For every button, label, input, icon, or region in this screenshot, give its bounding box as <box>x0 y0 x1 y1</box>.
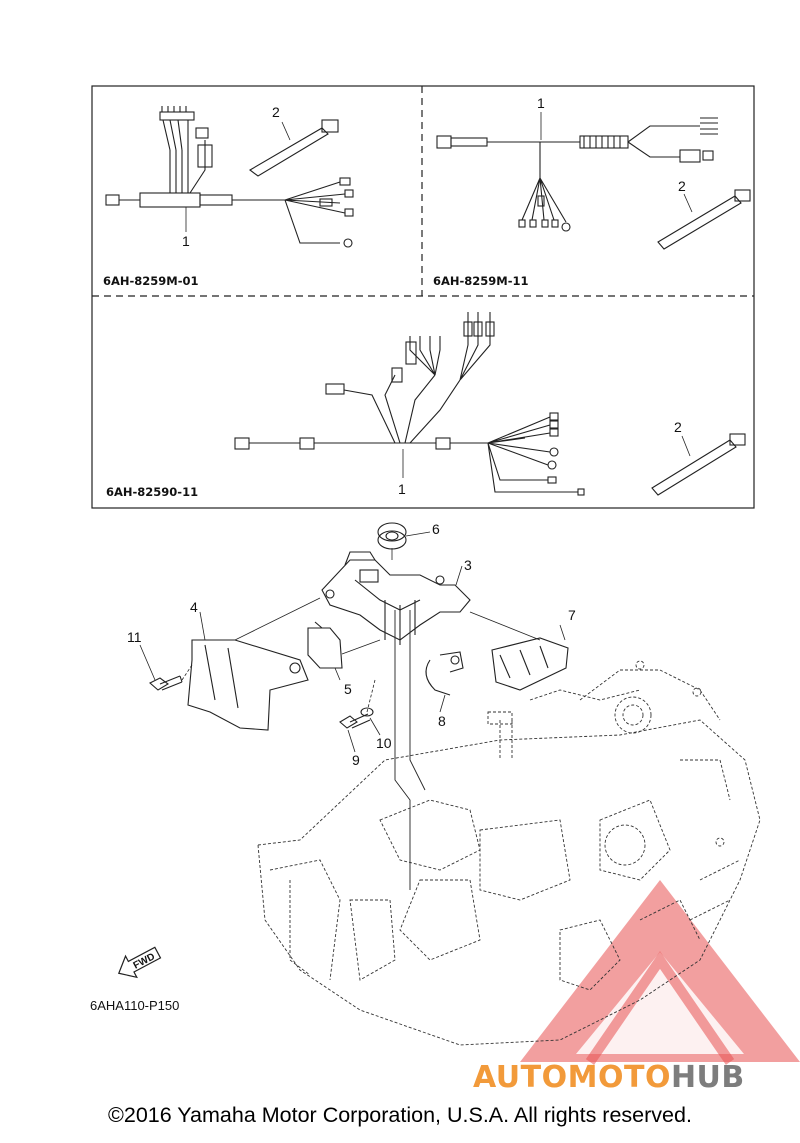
callout-cover-right: 7 <box>568 607 576 623</box>
wire-harness-drawing-2 <box>436 112 751 250</box>
panel-2-code: 6AH-8259M-11 <box>433 274 529 288</box>
panel-3-callout-tie: 2 <box>674 419 682 435</box>
panel-1-callout-tie: 2 <box>272 104 280 120</box>
watermark-logo <box>520 880 800 1065</box>
figure-code: 6AHA110-P150 <box>90 998 179 1013</box>
bolt-part-11 <box>149 675 183 691</box>
harness-kit-box <box>91 85 755 509</box>
electrical-box-assembly <box>139 522 569 753</box>
panel-2-callout-tie: 2 <box>678 178 686 194</box>
clamp-part-8 <box>425 651 464 696</box>
forward-arrow-icon: FWD <box>117 946 162 979</box>
cover-part-7 <box>491 637 569 691</box>
wire-harness-drawing-3 <box>234 312 746 496</box>
callout-clamp: 8 <box>438 713 446 729</box>
engine-block-drawing <box>257 660 761 1046</box>
watermark-brand: AUTOMOTOHUB <box>473 1060 745 1095</box>
panel-1-code: 6AH-8259M-01 <box>103 274 199 288</box>
bolt-part-9 <box>339 713 371 729</box>
cover-part-4 <box>187 639 309 731</box>
panel-3-code: 6AH-82590-11 <box>106 485 198 499</box>
callout-washer: 10 <box>376 735 392 751</box>
fwd-label: FWD <box>132 951 157 971</box>
callout-bolt-9: 9 <box>352 752 360 768</box>
callout-cover-left: 4 <box>190 599 198 615</box>
washer-part-10 <box>360 707 374 717</box>
watermark-brand-b: HUB <box>670 1060 745 1095</box>
panel-2-callout-harness: 1 <box>537 95 545 111</box>
panel-1-callout-harness: 1 <box>182 233 190 249</box>
callout-bracket: 3 <box>464 557 472 573</box>
wire-harness-drawing-1 <box>105 106 354 248</box>
callout-bolt-11: 11 <box>127 629 142 645</box>
bracket-part-3 <box>321 551 471 645</box>
callout-plate: 5 <box>344 681 352 697</box>
panel-3-callout-harness: 1 <box>398 481 406 497</box>
callout-grommet: 6 <box>432 521 440 537</box>
grommet-part-6 <box>377 522 407 550</box>
watermark-brand-a: AUTOMOTO <box>473 1060 671 1095</box>
engine-lead-lines <box>394 610 426 890</box>
plate-part-5 <box>307 621 343 669</box>
copyright-notice: ©2016 Yamaha Motor Corporation, U.S.A. A… <box>108 1103 692 1127</box>
